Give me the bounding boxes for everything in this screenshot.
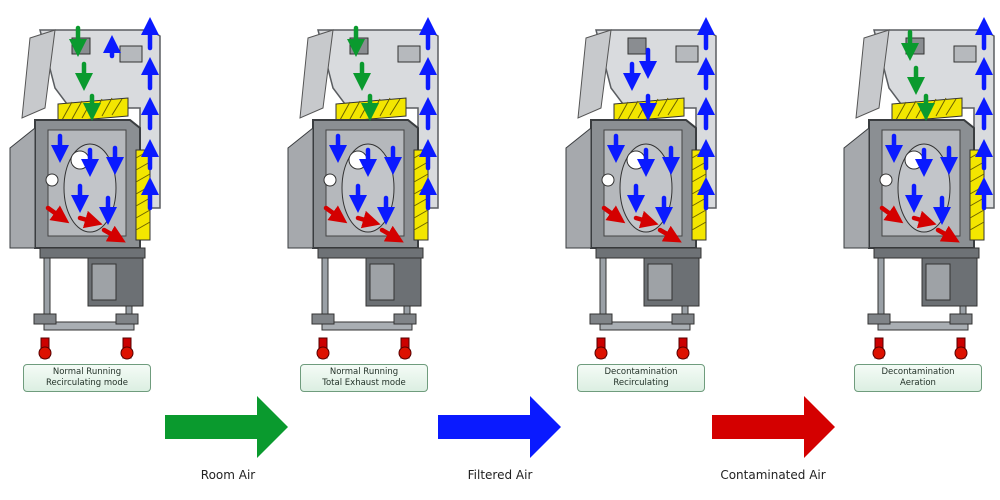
cabinet-panel-3	[556, 8, 726, 363]
cabinet-stand	[867, 247, 980, 360]
cabinet-chamber	[9, 119, 141, 249]
cabinet-panel-2	[278, 8, 448, 363]
mode-label-4: Decontamination Aeration	[854, 364, 982, 392]
filtered-air-arrow-shape	[438, 396, 561, 458]
contaminated-air-flow-arrow	[323, 205, 348, 224]
contaminated-air-flow-arrow	[879, 205, 904, 224]
contaminated-air-flow-arrow	[101, 225, 126, 243]
legend-arrow-room-air	[165, 396, 290, 458]
contaminated-air-flow-arrow	[601, 205, 626, 224]
contaminated-air-flow-arrow	[45, 205, 70, 224]
mode-label-line1: Decontamination	[881, 367, 955, 377]
mode-label-line1: Decontamination	[604, 367, 678, 377]
contaminated-air-flow-arrow	[935, 225, 960, 243]
legend-label-contaminated-air: Contaminated Air	[720, 468, 826, 482]
contaminated-air-flow-arrow	[379, 225, 404, 243]
cabinet-chamber	[287, 119, 419, 249]
contaminated-air-flow-arrow	[911, 210, 937, 229]
mode-label-1: Normal Running Recirculating mode	[23, 364, 151, 392]
mode-label-line2: Recirculating mode	[45, 378, 128, 388]
mode-label-line1: Normal Running	[329, 367, 399, 377]
legend-label-filtered-air: Filtered Air	[467, 468, 533, 482]
contaminated-air-flow-arrow	[657, 225, 682, 243]
cabinet-stand	[589, 247, 702, 360]
legend-arrow-contaminated-air	[712, 396, 837, 458]
mode-label-line2: Recirculating	[613, 378, 669, 388]
cabinet-stand	[311, 247, 424, 360]
contaminated-air-flow-arrow	[77, 210, 103, 229]
room-air-arrow-shape	[165, 396, 288, 458]
mode-label-line2: Aeration	[900, 378, 936, 388]
mode-label-line1: Normal Running	[52, 367, 122, 377]
cabinet-chamber	[843, 119, 975, 249]
legend-arrow-filtered-air	[438, 396, 563, 458]
mode-label-2: Normal Running Total Exhaust mode	[300, 364, 428, 392]
cabinet-panel-4	[834, 8, 1000, 363]
contaminated-air-flow-arrow	[633, 210, 659, 229]
cabinet-panel-1	[0, 8, 170, 363]
cabinet-stand	[33, 247, 146, 360]
contaminated-air-arrow-shape	[712, 396, 835, 458]
mode-label-line2: Total Exhaust mode	[322, 378, 406, 388]
contaminated-air-flow-arrow	[355, 210, 381, 229]
mode-label-3: Decontamination Recirculating	[577, 364, 705, 392]
cabinet-chamber	[565, 119, 697, 249]
legend-label-room-air: Room Air	[200, 468, 256, 482]
